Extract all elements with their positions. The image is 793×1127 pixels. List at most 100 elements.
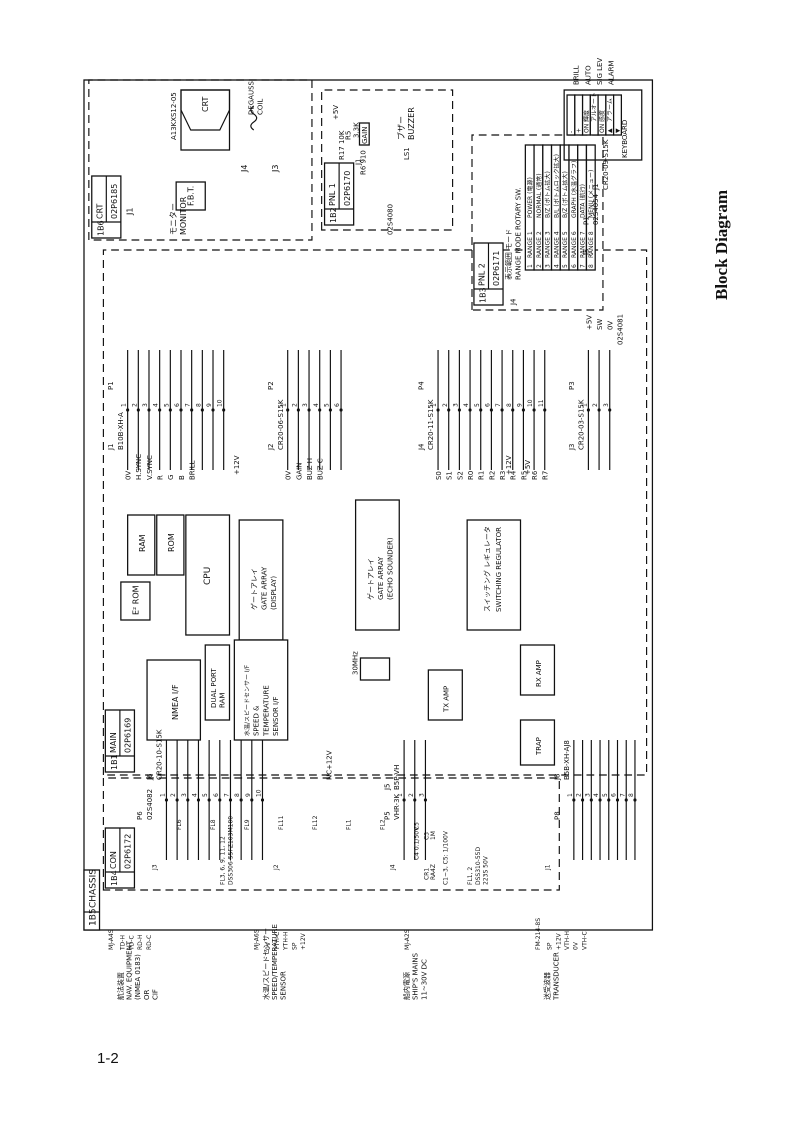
key-label: AUTO [584,65,592,85]
pnl1-id: 1B2 [329,207,338,223]
key-jp: 感度 [598,110,606,122]
j6-pin [196,798,201,802]
con-fl-main-1: FL1, 2 [468,867,474,885]
j4-signal: R3 [499,471,507,480]
j1-pin [222,408,226,412]
nav-equipment-label: 航法装置 [116,972,125,1000]
p5: P5 [384,811,392,820]
osc-label: 30MHz [352,651,360,675]
rotary-pos: 7 [581,264,587,268]
ga-echo-label: GATE ARRAY [377,556,385,600]
trap-block [519,719,556,766]
rotary-mode: MENU (メニュー) [588,170,595,218]
p6-part: 02S4082 [146,789,154,820]
rotary-range: RANGE 8 [589,231,595,258]
pnl1-name: PNL 1 [328,183,337,206]
pnl2-j4: J4 [510,298,518,306]
main-j3: J3 [568,443,576,451]
nmea-if-label: NMEA I/F [171,684,180,720]
nav-pin: TD-H [121,935,127,951]
key-symbol: - [569,131,575,133]
j4-pin-number: 1 [432,403,438,407]
pnl1-vcc: +5V [332,105,340,120]
con-c3: C3 [424,832,430,840]
j2-signal: 0V [285,470,293,480]
monitor-label: MONITOR [179,196,188,235]
j6-pin-number: 5 [203,793,209,797]
rotary-pos: 2 [537,264,543,268]
j6-pin-number: 9 [246,793,252,797]
j1-pin-number: 10 [218,399,224,407]
rotary-range: RANGE 5 [563,231,569,258]
rotary-pos: 5 [563,264,569,268]
range-mode-label: RANGE MODE [515,232,523,280]
con-id: 1B4 [110,870,119,886]
j4-pin [511,408,515,412]
pnl1-part: 02P6170 [343,171,352,206]
con-name: CON [109,851,118,869]
j6-pin [250,798,254,802]
rotary-mode: B/L (ボトムロック拡大) [552,154,560,218]
j1-pin-number: 1 [122,403,128,407]
j6-plus12v: +12V [325,750,333,770]
rotary-mode: NORMAL (通常) [535,173,543,218]
j8-pin [615,798,620,802]
pnl2-part: 02P6171 [492,251,501,286]
speed-if-label-1: SPEED & [253,705,261,736]
ls1-label: LS1 [403,147,411,160]
j2-signal: BUZ C [317,458,325,480]
main-j4: J4 [418,443,426,451]
key-table: -+ON輝度アルオートON感度▲アラーム▼ [566,92,623,136]
cpu-label: CPU [203,567,213,585]
j1-pin [126,408,130,412]
main-part: 02P6169 [124,718,133,753]
j1-pin-number: 2 [132,403,138,407]
speed-if-label-3: SENSOR I/F [272,696,280,736]
ram-label: RAM [138,534,147,552]
j4-pin-number: 8 [507,403,513,407]
rotary-range: RANGE 4 [554,231,560,258]
ga-echo-block [354,499,400,631]
j4-pin [457,408,461,412]
kb-cable: 02S4054 [592,194,600,225]
con-part: 02P6172 [124,834,133,869]
j1-pin [190,408,194,412]
j3-pin [597,408,601,412]
dpram-label-1: DUAL PORT [210,668,218,708]
con-fl-main-3: 223S 50V [484,856,490,885]
j1-signal: G [167,475,175,480]
key-row [566,94,576,136]
transducer-pin: VTH-H [565,931,571,950]
sensor-pin: 0V [266,942,272,950]
j4-signal: S0 [435,471,443,480]
gain-pot [358,122,370,146]
crt-id: 1B6 [97,220,106,236]
j1-pin [200,408,204,412]
key-symbol: ON [600,124,606,133]
j2-pin [286,408,290,412]
rotary-range: RANGE 2 [537,231,543,258]
j6-pin [228,798,233,802]
speed-if-block [233,639,289,741]
pnl1-r5-value: 3.3K [353,122,361,138]
sensor-pin: SP [292,942,298,950]
transducer-pin: VTH-C [583,931,589,950]
sensor-connector: MJ-A6S [255,929,261,950]
nav-equipment-label: NAV. EQUIPMENT [126,940,134,1000]
j3-pin-number: 3 [604,403,610,407]
con-c4: C4 0.1/50V [415,827,421,860]
con-j2: J2 [274,864,280,871]
con-part-label: FL9 [245,819,251,830]
key-jp: アルオート [591,92,598,122]
j1-signal: BRILL [189,460,197,480]
con-part-label: C5 [415,822,421,830]
j2-pin-number: 2 [292,403,298,407]
j4-pin [500,408,504,412]
chassis-frame [83,79,654,931]
j4-pin [489,408,493,412]
p1: P1 [107,381,115,390]
j4-pin [436,408,440,412]
